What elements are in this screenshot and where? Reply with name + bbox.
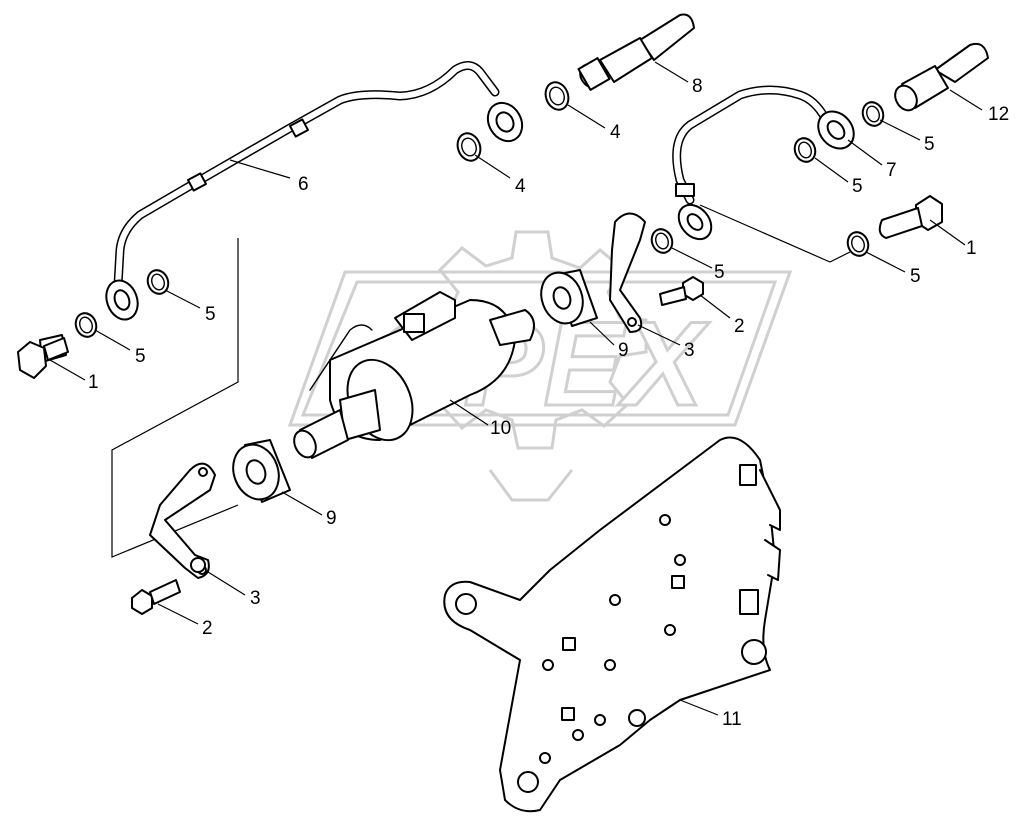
callout-2-upper: 2: [734, 316, 745, 337]
solenoid-valve: [293, 291, 535, 459]
callout-5-center: 5: [714, 262, 725, 283]
callout-5-right-low: 5: [910, 266, 921, 287]
bracket-upper: [609, 212, 646, 333]
banjo-bolt-left: [17, 334, 69, 379]
callout-7: 7: [886, 160, 897, 181]
callout-1-left: 1: [88, 372, 99, 393]
callout-11: 11: [722, 709, 742, 730]
spacer-upper: [540, 269, 598, 327]
callout-8: 8: [692, 76, 703, 97]
pipe-right: [672, 85, 855, 241]
leader-lines: [49, 61, 983, 716]
callout-6: 6: [298, 174, 309, 195]
callout-9-upper: 9: [618, 340, 629, 361]
callout-4-upper: 4: [610, 122, 621, 143]
callout-9-lower: 9: [326, 508, 337, 529]
sealing-rings: [74, 81, 885, 573]
pipe-left: [105, 61, 524, 321]
callout-12: 12: [988, 104, 1009, 125]
mounting-plate: [443, 436, 781, 813]
callout-5-left-lower: 5: [135, 346, 146, 367]
callout-3-upper: 3: [684, 340, 695, 361]
callouts: 1 1 2 2 3 3 4 4 5 5 5 5 5 5 6 7 8 9 9 10…: [88, 76, 1009, 730]
bracket-lower: [149, 462, 216, 579]
bolt-upper: [659, 276, 704, 306]
bolt-lower: [131, 579, 181, 615]
callout-5-right-top: 5: [924, 134, 935, 155]
banjo-bolt-right: [878, 195, 943, 239]
callout-5-left-upper: 5: [205, 304, 216, 325]
callout-2-lower: 2: [202, 618, 213, 639]
callout-4-lower: 4: [515, 176, 526, 197]
spacer-lower: [232, 439, 291, 503]
callout-5-right-mid: 5: [852, 176, 863, 197]
fitting-8: [577, 13, 695, 91]
callout-1-right: 1: [966, 238, 977, 259]
fitting-12: [894, 42, 989, 112]
callout-3-lower: 3: [250, 588, 261, 609]
callout-10: 10: [490, 418, 511, 439]
